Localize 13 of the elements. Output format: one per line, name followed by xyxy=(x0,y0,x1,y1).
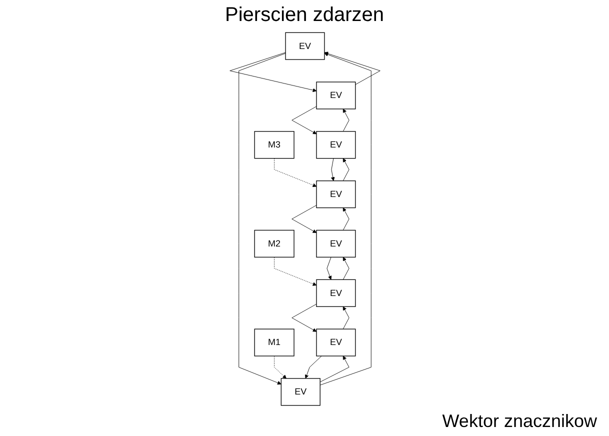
node-box: EV xyxy=(284,32,324,60)
node-box: M3 xyxy=(254,131,294,159)
node-box: EV xyxy=(316,230,356,258)
node-box: EV xyxy=(280,378,320,406)
node-box: M1 xyxy=(254,328,294,356)
node-box: EV xyxy=(316,82,356,110)
node-box: M2 xyxy=(254,230,294,258)
node-box: EV xyxy=(316,279,356,307)
diagram-title: Pierscien zdarzen xyxy=(225,4,384,27)
node-box: EV xyxy=(316,131,356,159)
vector-label: Wektor znacznikow xyxy=(442,411,597,431)
node-box: EV xyxy=(316,328,356,356)
node-box: EV xyxy=(316,180,356,208)
